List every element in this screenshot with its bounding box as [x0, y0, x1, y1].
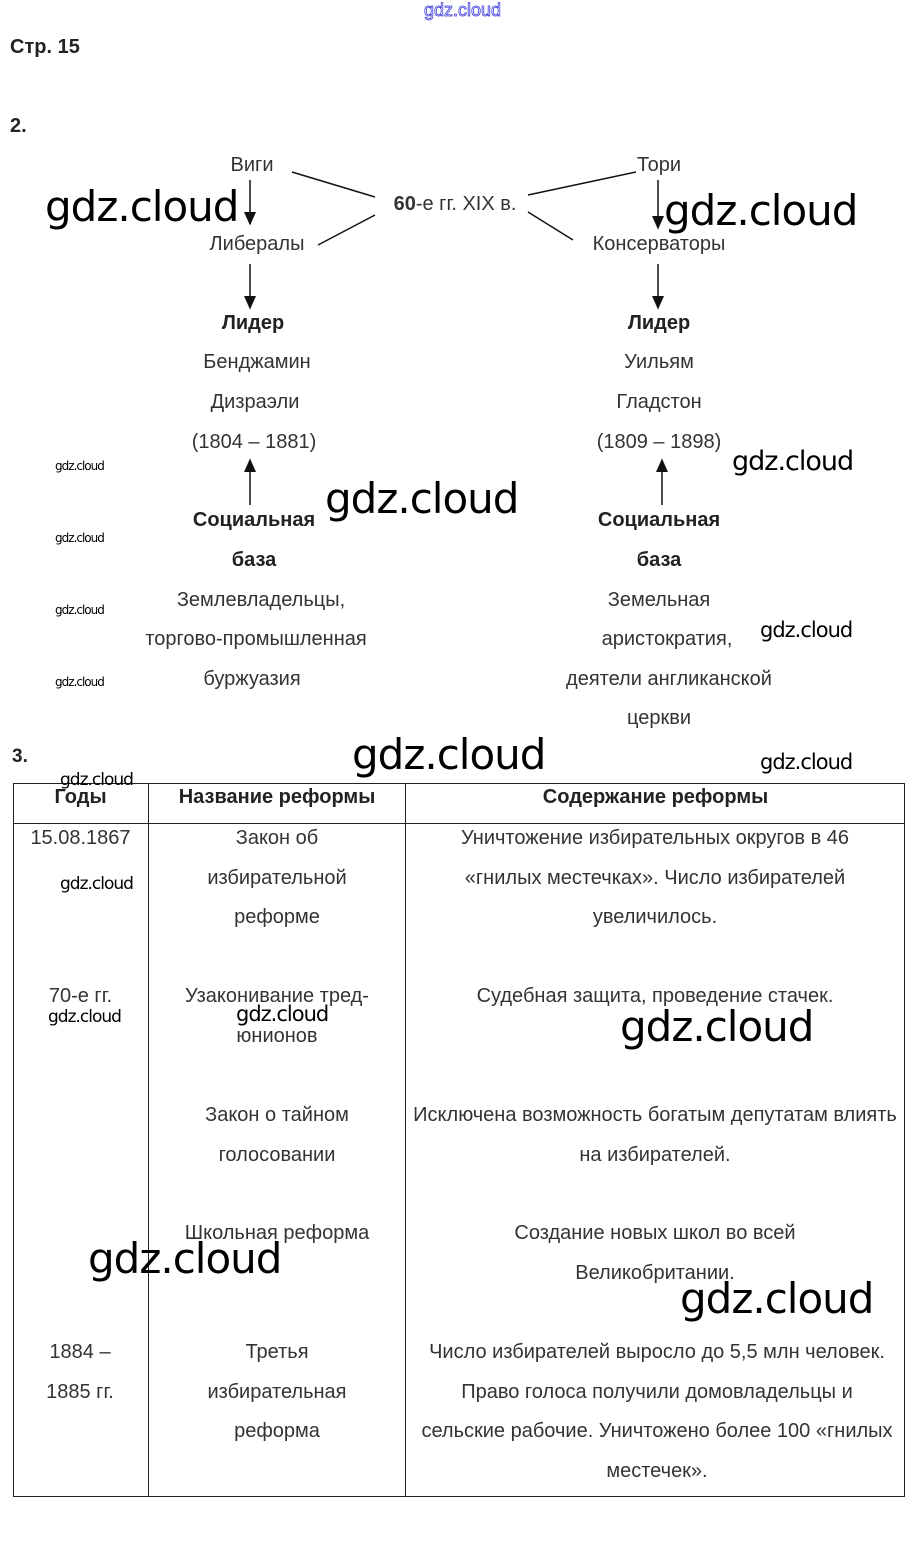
row-name: Школьная реформа: [184, 1222, 370, 1244]
tories-label: Тори: [636, 154, 682, 176]
right-base-line: аристократия,: [601, 628, 733, 650]
watermark-top: gdz.cloud: [424, 0, 502, 20]
watermark: gdz.cloud: [664, 186, 858, 235]
row-content: Исключена возможность богатым депутатам …: [413, 1104, 897, 1166]
connector-line: [317, 214, 376, 246]
watermark: gdz.cloud: [45, 182, 239, 231]
diagram-arrows: [244, 171, 668, 505]
row-content: Число избирателей выросло до 5,5 млн чел…: [421, 1341, 893, 1482]
left-leader-line: (1804 – 1881): [191, 431, 317, 453]
watermark: gdz.cloud: [732, 446, 854, 477]
left-base-label: база: [231, 549, 277, 571]
header-years: Годы: [54, 786, 107, 808]
watermark: gdz.cloud: [55, 603, 105, 617]
conservatives-label: Консерваторы: [592, 233, 726, 255]
column-divider: [405, 783, 406, 1497]
task-2-number: 2.: [10, 115, 27, 137]
watermark: gdz.cloud: [55, 531, 105, 545]
left-base-line: торгово-промышленная: [145, 628, 367, 650]
row-year: 70-е гг.: [48, 985, 113, 1007]
row-year: 1884 – 1885 гг.: [46, 1341, 114, 1403]
period-label: 60-е гг. XIX в.: [394, 192, 517, 216]
watermark: gdz.cloud: [352, 730, 546, 779]
watermark: gdz.cloud: [325, 474, 519, 523]
row-name: Узаконивание тред-юнионов: [185, 985, 369, 1047]
connector-line: [291, 171, 376, 198]
right-leader-line: (1809 – 1898): [596, 431, 722, 453]
row-name: Закон о тайном голосовании: [205, 1104, 349, 1166]
watermark: gdz.cloud: [60, 770, 134, 790]
right-base-line: церкви: [626, 707, 692, 729]
connector-line: [527, 211, 574, 241]
reforms-table: [13, 783, 905, 1497]
left-leader-line: Дизраэли: [210, 391, 300, 413]
header-name: Название реформы: [178, 786, 376, 808]
left-base-label: Социальная: [192, 509, 316, 531]
liberals-label: Либералы: [209, 233, 305, 255]
row-name: Третья избирательная реформа: [207, 1341, 347, 1442]
right-base-label: Социальная: [597, 509, 721, 531]
right-base-label: база: [636, 549, 682, 571]
left-leader-label: Лидер: [221, 312, 285, 334]
left-base-line: Землевладельцы,: [176, 589, 346, 611]
connector-line: [527, 171, 637, 196]
row-year: 15.08.1867: [30, 827, 131, 849]
row-content: Создание новых школ во всей Великобритан…: [514, 1222, 796, 1284]
watermark: gdz.cloud: [236, 1002, 329, 1026]
watermark: gdz.cloud: [760, 750, 853, 774]
left-base-line: буржуазия: [203, 668, 301, 690]
left-leader-line: Бенджамин: [203, 351, 311, 373]
period-rest: -е гг. XIX в.: [415, 193, 517, 215]
watermark: gdz.cloud: [88, 1234, 282, 1283]
header-divider: [13, 823, 905, 824]
column-divider: [148, 783, 149, 1497]
right-leader-line: Уильям: [624, 351, 694, 373]
watermark: gdz.cloud: [60, 874, 134, 894]
right-leader-line: Гладстон: [616, 391, 702, 413]
right-leader-label: Лидер: [627, 312, 691, 334]
task-3-number: 3.: [12, 746, 28, 767]
period-bold: 60: [393, 193, 416, 215]
watermark: gdz.cloud: [680, 1274, 874, 1323]
row-name: Закон об избирательной реформе: [207, 827, 347, 928]
right-base-line: деятели англиканской: [566, 668, 772, 690]
right-base-line: Земельная: [607, 589, 711, 611]
page-label: Стр. 15: [10, 36, 80, 58]
row-content: Судебная защита, проведение стачек.: [476, 985, 834, 1007]
watermark: gdz.cloud: [620, 1002, 814, 1051]
watermark: gdz.cloud: [55, 675, 105, 689]
row-content: Уничтожение избирательных округов в 46 «…: [460, 827, 850, 928]
whigs-label: Виги: [230, 154, 274, 176]
watermark: gdz.cloud: [760, 618, 853, 642]
header-content: Содержание реформы: [542, 786, 769, 808]
watermark: gdz.cloud: [48, 1007, 122, 1027]
watermark: gdz.cloud: [55, 459, 105, 473]
